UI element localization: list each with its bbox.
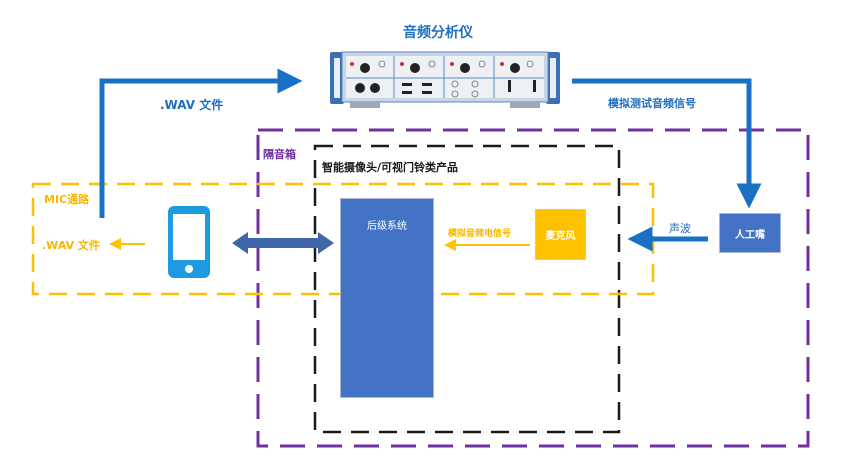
soundbox-boundary [256, 128, 810, 448]
sound-wave-label: 声波 [669, 222, 691, 235]
wav-file-label-left: .WAV 文件 [42, 239, 100, 252]
analog-elec-signal-label: 模拟音频电信号 [448, 229, 512, 239]
microphone-label: 麦克风 [545, 231, 576, 242]
analog-test-signal-label: 模拟测试音频信号 [608, 97, 696, 110]
analyzer-title: 音频分析仪 [403, 25, 473, 41]
audio-analyzer-device [330, 50, 560, 110]
wav-upload-arrow [99, 68, 303, 218]
backend-system-label: 后级系统 [367, 221, 407, 232]
backend-system-block: 后级系统 [340, 198, 434, 398]
artificial-mouth-label: 人工嘴 [735, 229, 765, 241]
wav-file-label-top: .WAV 文件 [160, 98, 224, 112]
analog-signal-arrow [572, 78, 762, 209]
microphone-block: 麦克风 [535, 209, 586, 260]
phone-backend-double-arrow [232, 232, 334, 254]
product-label: 智能摄像头/可视门铃类产品 [322, 161, 459, 174]
product-boundary [313, 144, 621, 434]
artificial-mouth-block: 人工嘴 [719, 213, 781, 253]
soundbox-label: 隔音箱 [263, 148, 296, 161]
mic-path-label: MIC通路 [44, 193, 90, 206]
smartphone-icon [168, 206, 210, 278]
